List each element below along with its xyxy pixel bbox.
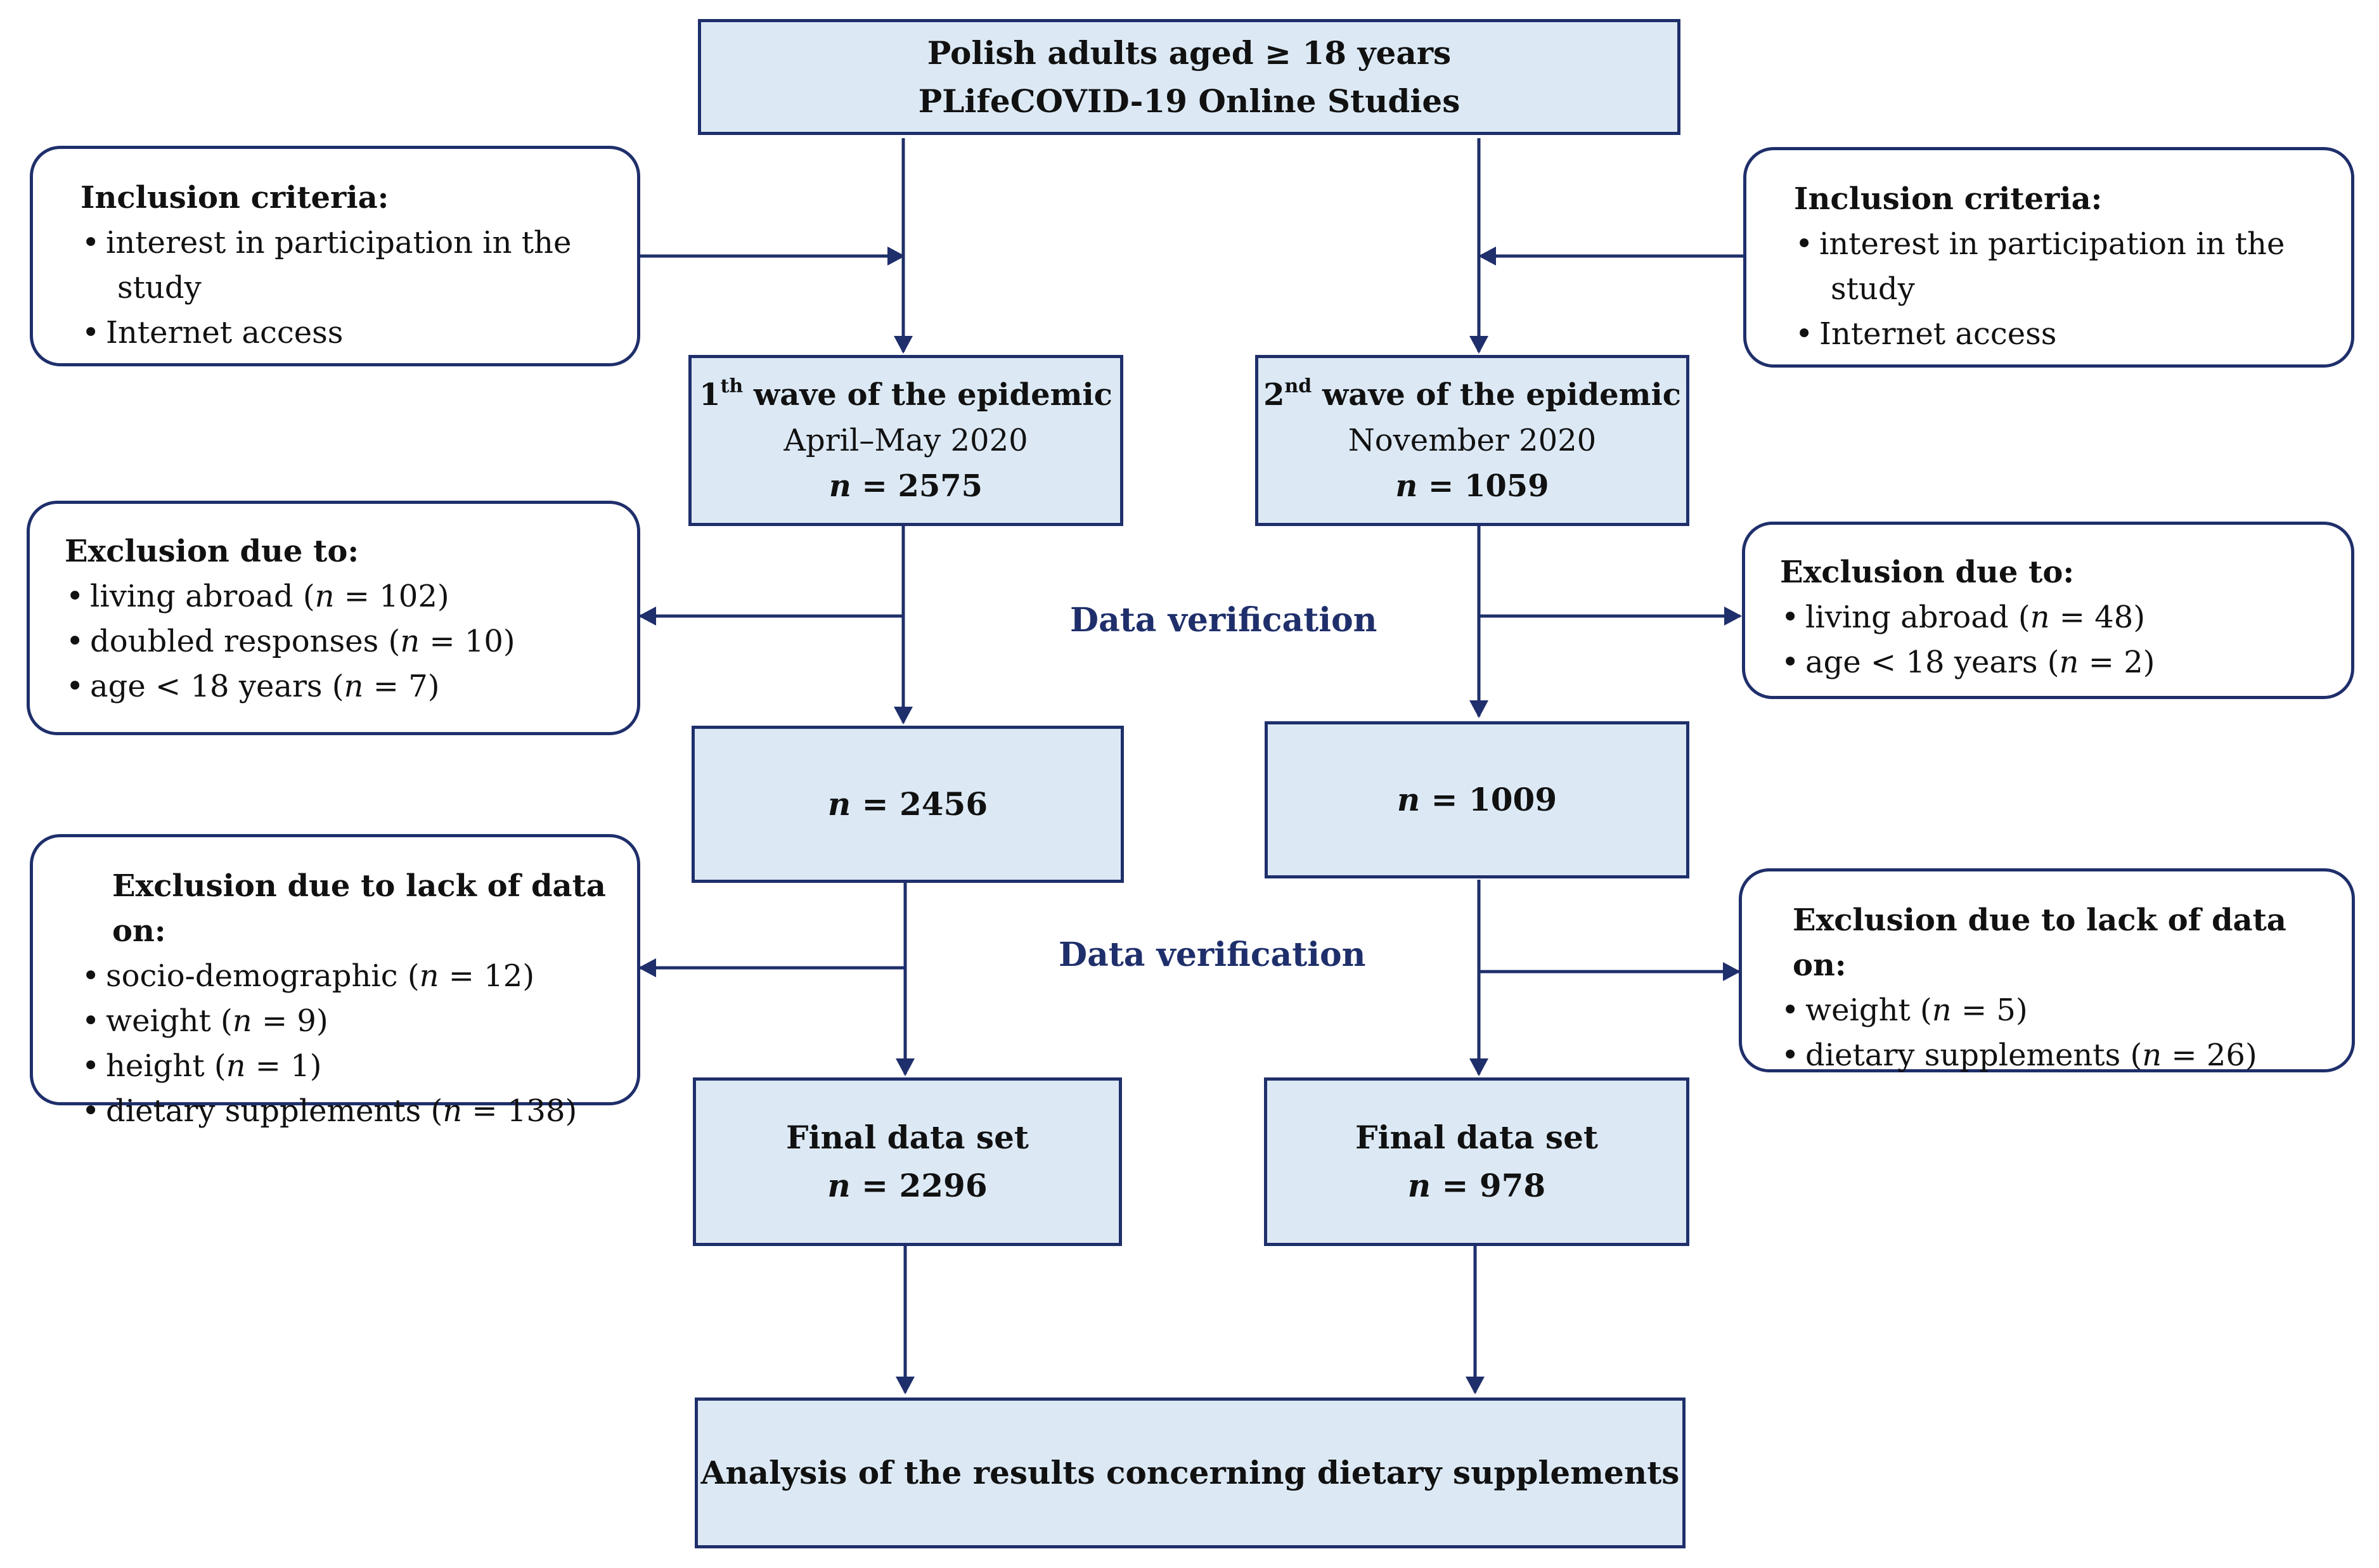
inclusion-left-item: interest in participation in the xyxy=(81,221,618,266)
arrowhead xyxy=(1723,962,1741,981)
exclusion2-right-item: weight (n = 5) xyxy=(1780,988,2333,1033)
mid-left-n-label: n xyxy=(827,785,851,823)
wave2-n-value: = 1059 xyxy=(1428,468,1549,504)
wave1-title-text: wave of the epidemic xyxy=(753,377,1112,413)
mid-right-count: n = 1009 xyxy=(1397,776,1557,824)
arrowhead xyxy=(887,247,905,266)
inclusion-right-item-cont: study xyxy=(1831,271,1915,307)
arrowhead xyxy=(1478,247,1496,266)
exclusion2-right-title: Exclusion due to lack of data on: xyxy=(1793,903,2286,983)
exclusion2-left-item: socio-demographic (n = 12) xyxy=(81,954,618,999)
wave1-n-label: n xyxy=(828,468,851,504)
wave2-ordinal-suffix: nd xyxy=(1284,375,1312,397)
exclusion1-left-title: Exclusion due to: xyxy=(65,534,359,569)
inclusion-right-item: interest in participation in the xyxy=(1794,222,2332,267)
final-right-box: Final data set n = 978 xyxy=(1264,1077,1689,1246)
wave2-date: November 2020 xyxy=(1348,423,1597,458)
final-left-n-label: n xyxy=(827,1167,851,1204)
final-left-title: Final data set xyxy=(786,1119,1029,1156)
inclusion-left-title: Inclusion criteria: xyxy=(81,180,389,215)
mid-right-n-value: = 1009 xyxy=(1431,781,1557,818)
exclusion1-right: Exclusion due to: living abroad (n = 48)… xyxy=(1742,522,2354,699)
final-right-title: Final data set xyxy=(1355,1119,1598,1156)
wave1-ordinal-suffix: th xyxy=(720,375,744,397)
data-verification-label-2: Data verification xyxy=(1059,935,1366,974)
wave1-date: April–May 2020 xyxy=(783,423,1028,458)
wave2-count: n = 1059 xyxy=(1395,463,1549,509)
wave1-count: n = 2575 xyxy=(829,463,983,509)
top-box: Polish adults aged ≥ 18 years PLifeCOVID… xyxy=(698,19,1680,135)
inclusion-right-title: Inclusion criteria: xyxy=(1794,181,2103,217)
exclusion1-left-item: living abroad (n = 102) xyxy=(65,574,618,619)
exclusion1-left-item: doubled responses (n = 10) xyxy=(65,619,618,664)
mid-left-box: n = 2456 xyxy=(692,726,1124,883)
wave2-n-label: n xyxy=(1395,468,1418,504)
arrowhead xyxy=(1469,700,1488,718)
arrowhead xyxy=(1724,607,1742,626)
exclusion2-left-item: weight (n = 9) xyxy=(81,999,618,1044)
data-verification-label-1: Data verification xyxy=(1070,601,1377,639)
arrowhead xyxy=(1469,336,1488,354)
exclusion1-right-item: age < 18 years (n = 2) xyxy=(1780,640,2332,685)
mid-right-n-label: n xyxy=(1396,781,1421,818)
wave2-title: 2nd wave of the epidemic xyxy=(1263,372,1681,418)
exclusion2-left: Exclusion due to lack of data on: socio-… xyxy=(30,834,640,1134)
exclusion2-left-title: Exclusion due to lack of data on: xyxy=(112,868,606,949)
inclusion-criteria-left: Inclusion criteria: interest in particip… xyxy=(30,146,640,366)
wave1-title: 1th wave of the epidemic xyxy=(699,372,1112,418)
final-left-count: n = 2296 xyxy=(827,1162,987,1210)
arrowhead xyxy=(1469,1058,1488,1076)
top-line2: PLifeCOVID-19 Online Studies xyxy=(918,82,1460,120)
exclusion1-left-item: age < 18 years (n = 7) xyxy=(65,664,618,709)
analysis-text: Analysis of the results concerning dieta… xyxy=(700,1454,1680,1491)
exclusion1-right-item: living abroad (n = 48) xyxy=(1780,595,2332,640)
wave2-ordinal: 2 xyxy=(1263,377,1285,413)
mid-right-box: n = 1009 xyxy=(1265,721,1689,878)
wave2-box: 2nd wave of the epidemic November 2020 n… xyxy=(1255,355,1689,526)
exclusion1-left: Exclusion due to: living abroad (n = 102… xyxy=(27,501,640,735)
final-right-n-value: = 978 xyxy=(1441,1167,1546,1204)
final-right-n-label: n xyxy=(1407,1167,1431,1204)
inclusion-right-item: Internet access xyxy=(1794,312,2332,357)
exclusion2-right: Exclusion due to lack of data on: weight… xyxy=(1739,868,2355,1078)
wave1-box: 1th wave of the epidemic April–May 2020 … xyxy=(688,355,1123,526)
top-line1: Polish adults aged ≥ 18 years xyxy=(927,34,1452,72)
arrowhead xyxy=(894,336,913,354)
mid-left-count: n = 2456 xyxy=(828,780,988,828)
exclusion2-left-item: dietary supplements (n = 138) xyxy=(81,1089,618,1134)
mid-left-n-value: = 2456 xyxy=(861,785,988,823)
final-left-n-value: = 2296 xyxy=(861,1167,988,1204)
final-right-count: n = 978 xyxy=(1408,1162,1545,1210)
inclusion-left-item: Internet access xyxy=(81,311,618,356)
arrowhead xyxy=(1466,1377,1485,1394)
final-left-box: Final data set n = 2296 xyxy=(693,1077,1122,1246)
arrowhead xyxy=(894,707,913,724)
inclusion-left-item-cont: study xyxy=(117,270,202,305)
exclusion2-right-item: dietary supplements (n = 26) xyxy=(1780,1033,2333,1078)
wave2-title-text: wave of the epidemic xyxy=(1322,377,1681,413)
analysis-box: Analysis of the results concerning dieta… xyxy=(695,1398,1686,1548)
arrowhead xyxy=(896,1377,915,1394)
wave1-ordinal: 1 xyxy=(699,377,721,413)
exclusion1-right-title: Exclusion due to: xyxy=(1780,555,2075,590)
exclusion2-left-item: height (n = 1) xyxy=(81,1044,618,1089)
arrowhead xyxy=(896,1058,915,1076)
arrowhead xyxy=(638,607,656,626)
wave1-n-value: = 2575 xyxy=(861,468,983,504)
arrowhead xyxy=(638,958,656,977)
inclusion-criteria-right: Inclusion criteria: interest in particip… xyxy=(1743,147,2354,368)
